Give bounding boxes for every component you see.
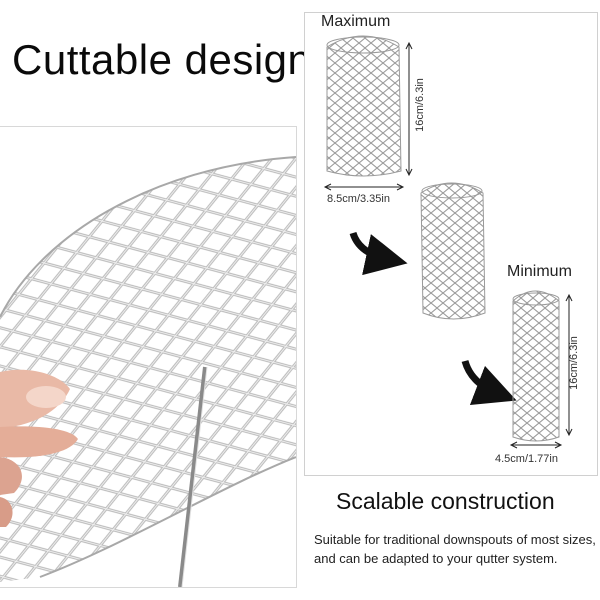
mesh-sheet (0, 157, 296, 582)
max-width-text: 8.5cm/3.35in (327, 193, 390, 205)
feature-title: Scalable construction (336, 488, 555, 514)
minimum-label: Minimum (507, 263, 572, 280)
min-height-text: 16cm/6.3in (568, 336, 580, 390)
max-filter-tube (326, 35, 402, 177)
hand (0, 369, 78, 527)
feature-description: Suitable for traditional downspouts of m… (314, 532, 596, 566)
size-diagram-panel: Maximum (304, 12, 598, 476)
curved-arrow-icon (461, 359, 517, 406)
page-title: Cuttable design (12, 36, 312, 83)
max-height-text: 16cm/6.3in (414, 78, 426, 132)
min-filter-tube (512, 290, 560, 442)
mesh-seam (178, 366, 207, 587)
curved-arrow-icon (349, 231, 408, 276)
diagram-graphics (323, 35, 573, 449)
min-width-text: 4.5cm/1.77in (495, 453, 558, 465)
product-photo (0, 126, 297, 588)
mesh-photo-illustration (0, 156, 296, 587)
maximum-label: Maximum (321, 13, 391, 30)
mid-filter-tube (420, 182, 486, 320)
